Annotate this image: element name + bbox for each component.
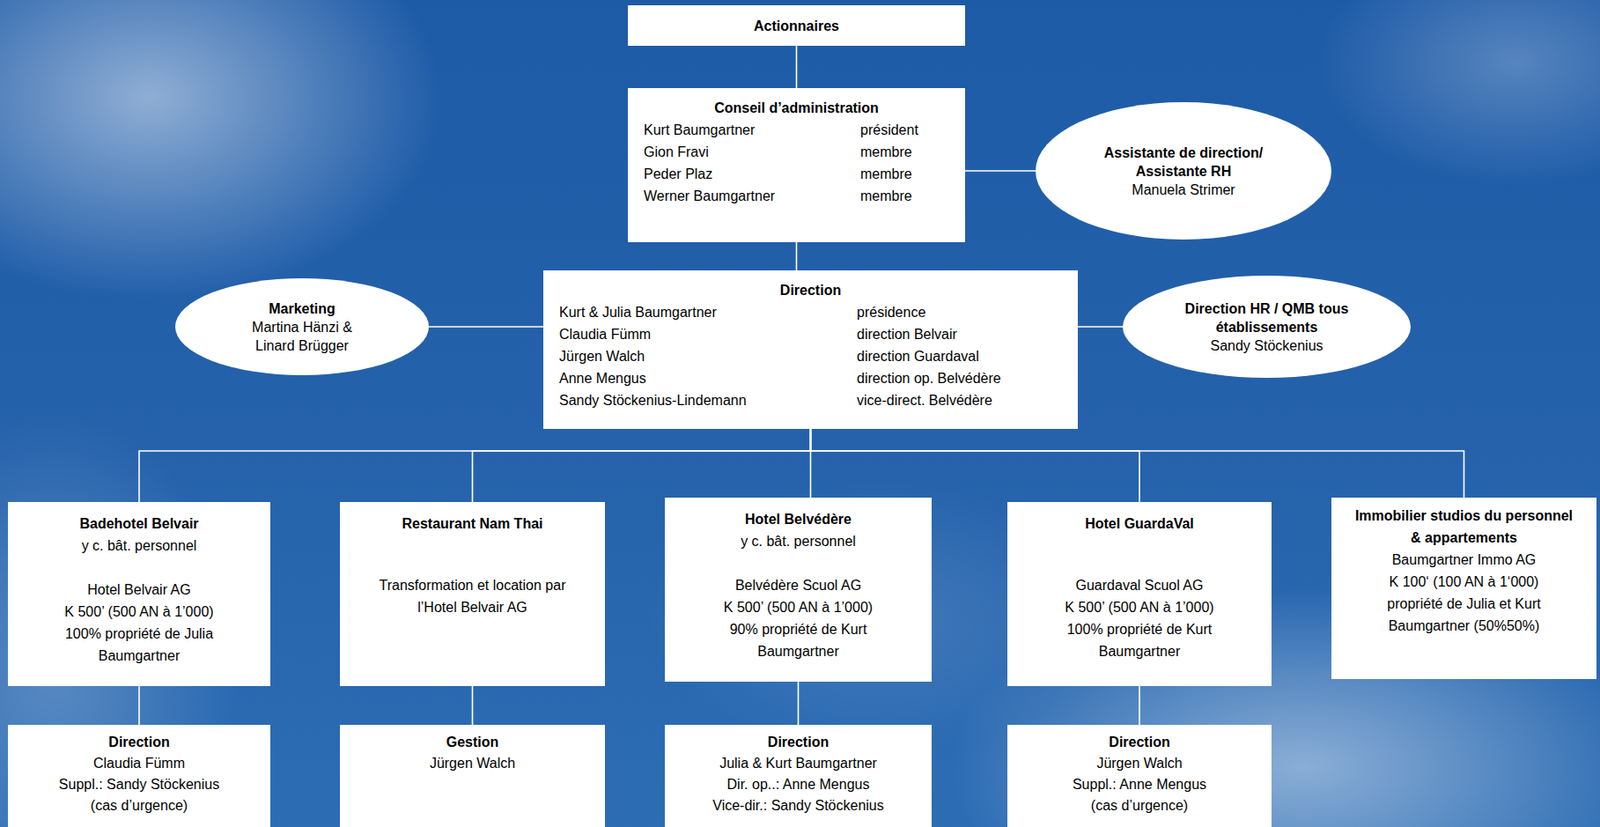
box-text: Anne Mengus <box>559 367 857 390</box>
box-text: Hotel Belvair AG <box>34 578 244 601</box>
connector-line <box>797 681 800 725</box>
org-box: Immobilier studios du personnel & appart… <box>1331 497 1597 679</box>
org-box: Badehotel Belvairy c. bât. personnelHote… <box>7 501 271 686</box>
box-heading: Hotel Belvédère <box>691 508 906 531</box>
box-text: Jürgen Walch <box>350 752 595 775</box>
box-heading: Actionnaires <box>638 14 955 37</box>
ellipse-content: Assistante de direction/ Assistante RHMa… <box>1073 143 1294 200</box>
box-text: Guardaval Scuol AG <box>1033 574 1246 597</box>
connector-line <box>472 428 812 502</box>
box-heading: Direction <box>18 731 260 753</box>
box-text: Belvédère Scuol AG <box>691 574 906 597</box>
box-heading: Direction <box>559 279 1062 302</box>
box-text: Julia & Kurt Baumgartner <box>675 752 922 775</box>
box-text: Suppl.: Anne Mengus <box>1017 774 1261 796</box>
box-text: Transformation et location par l’Hotel B… <box>366 574 579 619</box>
box-text: Peder Plaz <box>643 162 861 185</box>
box-text: Sandy Stöckenius <box>1209 336 1323 355</box>
box-heading: Assistante de direction/ Assistante RH <box>1073 143 1294 181</box>
box-text: 100% propriété de Kurt Baumgartner <box>1033 618 1246 663</box>
ellipse-content: MarketingMartina Hänzi & Linard Brügger <box>231 299 373 355</box>
box-text: Manuela Strimer <box>1131 180 1235 200</box>
box-text: Jürgen Walch <box>1017 752 1261 775</box>
connector-line <box>811 428 1465 498</box>
box-text: présidence <box>856 301 1062 324</box>
connector-line <box>1077 325 1123 328</box>
role-ellipse: MarketingMartina Hänzi & Linard Brügger <box>175 278 429 376</box>
ellipse-outline <box>1035 102 1332 240</box>
box-text: direction Belvair <box>856 323 1062 346</box>
box-text: Dir. op..: Anne Mengus <box>675 774 922 796</box>
box-text: président <box>860 118 950 141</box>
ellipse-outline <box>1122 275 1411 378</box>
box-text: vice-direct. Belvédère <box>856 389 1062 412</box>
box-text: Claudia Fümm <box>559 323 857 346</box>
box-heading: Direction <box>675 731 922 753</box>
member-list: Kurt BaumgartnerprésidentGion Fravimembr… <box>643 118 950 207</box>
box-text: Sandy Stöckenius-Lindemann <box>559 389 857 412</box>
box-heading: Gestion <box>350 731 595 753</box>
box-text: membre <box>860 184 950 207</box>
org-box: DirectionJulia & Kurt BaumgartnerDir. op… <box>664 724 932 827</box>
box-text: direction Guardaval <box>856 345 1062 368</box>
connector-line <box>471 685 474 725</box>
box-text: Vice-dir.: Sandy Stöckenius <box>675 795 922 817</box>
org-box: Hotel GuardaValGuardaval Scuol AGK 500’ … <box>1007 501 1272 686</box>
org-box: DirectionJürgen WalchSuppl.: Anne Mengus… <box>1007 724 1272 827</box>
box-text: 100% propriété de Julia Baumgartner <box>34 622 244 667</box>
box-text: propriété de Julia et Kurt Baumgartner (… <box>1352 592 1576 637</box>
box-text: Kurt & Julia Baumgartner <box>559 301 857 324</box>
box-text: (cas d’urgence) <box>1017 795 1261 817</box>
box-text: direction op. Belvédère <box>856 367 1062 390</box>
connector-line <box>139 428 812 502</box>
box-heading: Conseil d’administration <box>643 96 950 119</box>
org-box: DirectionClaudia FümmSuppl.: Sandy Stöck… <box>7 724 271 827</box>
role-ellipse: Direction HR / QMB tous établissementsSa… <box>1122 275 1411 378</box>
org-box: GestionJürgen Walch <box>339 724 605 827</box>
ellipse-outline <box>175 278 429 376</box>
box-text: K 500’ (500 AN à 1’000) <box>34 600 244 623</box>
box-text: Jürgen Walch <box>559 345 857 368</box>
connector-line <box>965 169 1036 172</box>
connector-line <box>796 242 798 271</box>
org-box: Hotel Belvédèrey c. bât. personnelBelvéd… <box>664 497 932 682</box>
box-heading: Direction HR / QMB tous établissements <box>1183 299 1351 337</box>
org-box: Restaurant Nam ThaiTransformation et loc… <box>339 501 605 686</box>
box-text: K 100‘ (100 AN à 1‘000) <box>1352 570 1576 593</box>
role-ellipse: Assistante de direction/ Assistante RHMa… <box>1035 102 1332 240</box>
box-heading: Hotel GuardaVal <box>1033 512 1246 535</box>
board-box: DirectionKurt & Julia Baumgartnerpréside… <box>543 270 1078 429</box>
connector-line <box>138 685 141 725</box>
box-text: Suppl.: Sandy Stöckenius <box>18 774 260 796</box>
box-text: y c. bât. personnel <box>691 530 906 553</box>
connector-line <box>428 325 544 328</box>
box-text: Martina Hänzi & Linard Brügger <box>231 317 373 355</box>
connector-line <box>1138 685 1141 725</box>
box-heading: Direction <box>1017 731 1261 753</box>
box-text: y c. bât. personnel <box>34 534 244 557</box>
box-heading: Immobilier studios du personnel & appart… <box>1352 504 1576 549</box>
box-text: 90% propriété de Kurt Baumgartner <box>691 618 906 663</box>
box-text: Gion Fravi <box>643 140 861 163</box>
connector-line <box>796 45 798 89</box>
box-heading: Marketing <box>268 299 336 318</box>
box-text: membre <box>860 162 950 185</box>
box-text: Werner Baumgartner <box>643 184 861 207</box>
board-box: Conseil d’administrationKurt Baumgartner… <box>627 88 966 243</box>
org-box: Actionnaires <box>627 5 966 46</box>
box-text: membre <box>860 140 950 163</box>
box-heading: Badehotel Belvair <box>34 512 244 535</box>
ellipse-content: Direction HR / QMB tous établissementsSa… <box>1183 299 1351 355</box>
box-heading: Restaurant Nam Thai <box>366 512 579 535</box>
box-text: K 500’ (500 AN à 1’000) <box>1033 596 1246 619</box>
connector-line <box>811 428 1141 502</box>
box-text: Claudia Fümm <box>18 752 260 775</box>
box-text: Baumgartner Immo AG <box>1352 548 1576 571</box>
box-text: (cas d’urgence) <box>18 795 260 817</box>
member-list: Kurt & Julia BaumgartnerprésidenceClaudi… <box>559 301 1062 412</box>
box-text: Kurt Baumgartner <box>643 118 861 141</box>
box-text: K 500’ (500 AN à 1’000) <box>691 596 906 619</box>
